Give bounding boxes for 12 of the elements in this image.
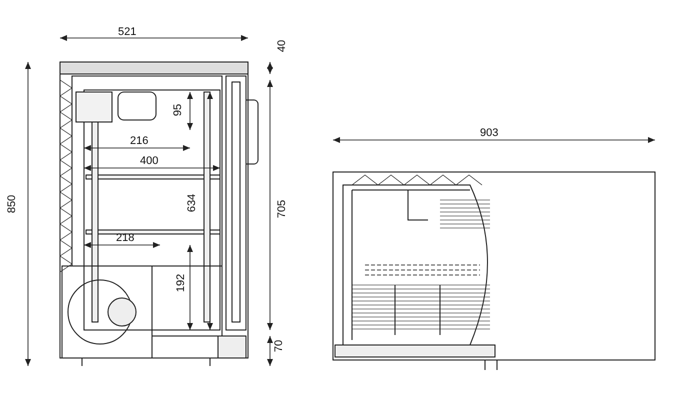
dimension-label: 521 bbox=[118, 26, 136, 38]
dimension-label: 70 bbox=[273, 340, 286, 352]
dimension-label: 95 bbox=[172, 104, 184, 116]
dimension-label: 40 bbox=[276, 40, 288, 52]
dimension-label: 192 bbox=[175, 274, 188, 292]
dimension-label: 705 bbox=[276, 200, 288, 218]
dimension-label: 634 bbox=[186, 194, 198, 212]
dimension-label: 903 bbox=[480, 127, 498, 139]
dimension-label: 850 bbox=[6, 194, 18, 214]
dimension-label: 216 bbox=[130, 135, 148, 147]
dimension-label: 400 bbox=[140, 155, 158, 167]
dimension-label: 218 bbox=[116, 232, 134, 244]
